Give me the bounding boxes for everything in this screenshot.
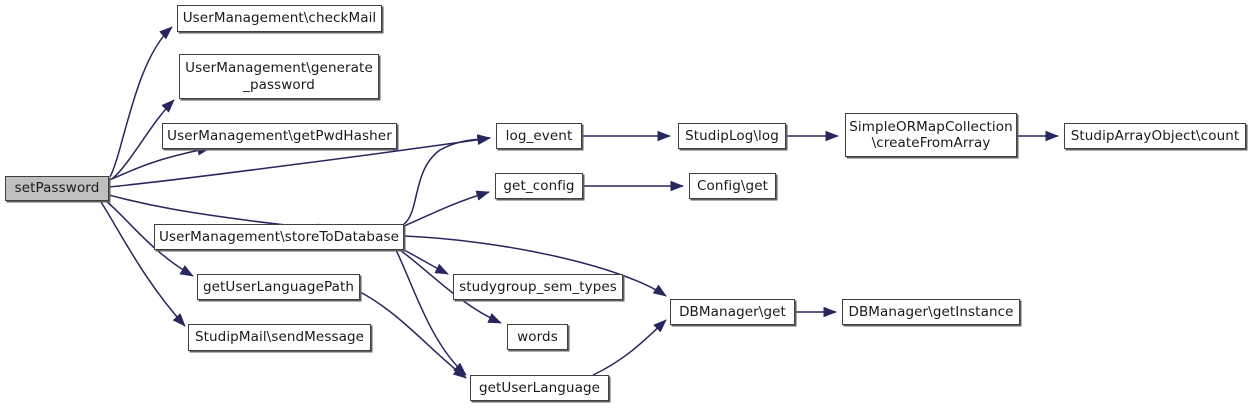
node-studipLog[interactable]: StudipLog\log xyxy=(678,123,786,149)
edge-getUserLanguagePath-to-getUserLanguage xyxy=(359,291,467,379)
node-log_event[interactable]: log_event xyxy=(496,123,582,149)
node-setPassword[interactable]: setPassword xyxy=(5,176,109,201)
edge-getUserLanguage-to-dbManagerGet xyxy=(592,319,667,376)
edge-storeToDatabase-to-log_event xyxy=(403,134,491,225)
edge-storeToDatabase-to-words xyxy=(399,249,502,324)
node-studygroup_sem_types[interactable]: studygroup_sem_types xyxy=(453,274,623,300)
edge-storeToDatabase-to-get_config xyxy=(403,190,490,227)
edge-setPassword-to-checkMail xyxy=(109,26,173,178)
node-getUserLanguage[interactable]: getUserLanguage xyxy=(470,375,609,401)
node-get_config[interactable]: get_config xyxy=(495,173,583,199)
edge-storeToDatabase-to-getUserLanguage xyxy=(395,249,467,376)
node-configGet[interactable]: Config\get xyxy=(689,173,776,199)
node-simpleORMap[interactable]: SimpleORMapCollection \createFromArray xyxy=(845,113,1017,157)
edge-storeToDatabase-to-studygroup_sem_types xyxy=(403,249,449,275)
node-studipArrayObjectCount[interactable]: StudipArrayObject\count xyxy=(1064,123,1246,149)
node-generatePassword[interactable]: UserManagement\generate _password xyxy=(179,54,379,99)
edge-setPassword-to-getPwdHasher xyxy=(108,145,211,181)
node-checkMail[interactable]: UserManagement\checkMail xyxy=(177,5,382,32)
edge-setPassword-to-sendMessage xyxy=(100,201,186,327)
edge-setPassword-to-generatePassword xyxy=(111,99,175,180)
edge-setPassword-to-log_event xyxy=(108,134,491,188)
node-sendMessage[interactable]: StudipMail\sendMessage xyxy=(188,324,371,351)
node-words[interactable]: words xyxy=(507,324,568,350)
node-dbManagerGetInstance[interactable]: DBManager\getInstance xyxy=(842,299,1020,325)
node-dbManagerGet[interactable]: DBManager\get xyxy=(670,299,795,325)
node-storeToDatabase[interactable]: UserManagement\storeToDatabase xyxy=(154,224,404,250)
node-getUserLanguagePath[interactable]: getUserLanguagePath xyxy=(197,274,360,300)
node-getPwdHasher[interactable]: UserManagement\getPwdHasher xyxy=(162,123,397,149)
edge-storeToDatabase-to-dbManagerGet xyxy=(403,235,667,297)
edge-setPassword-to-getUserLanguagePath xyxy=(105,200,194,277)
